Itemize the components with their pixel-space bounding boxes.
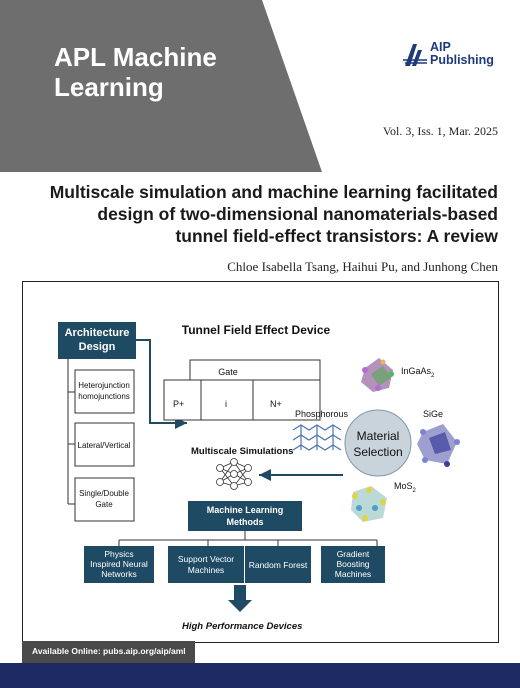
method-4-line1: Gradient <box>337 549 370 559</box>
method-random-forest <box>245 546 311 583</box>
option-3-line2: Gate <box>95 500 113 509</box>
journal-banner: APL Machine Learning AIP Publishing <box>0 0 520 172</box>
title-line2: design of two-dimensional nanomaterials-… <box>97 204 498 224</box>
journal-title: APL Machine Learning <box>54 42 217 102</box>
ml-methods-line1: Machine Learning <box>207 505 284 515</box>
method-2-line2: Machines <box>188 565 224 575</box>
architecture-design-box <box>58 322 136 359</box>
region-n: N+ <box>270 399 282 409</box>
result-label: High Performance Devices <box>182 621 302 632</box>
architecture-design-line1: Architecture <box>65 327 130 339</box>
arch-to-multiscale-arrow <box>136 339 187 429</box>
article-title: Multiscale simulation and machine learni… <box>30 181 498 247</box>
method-1-line3: Networks <box>101 569 136 579</box>
option-3-line1: Single/Double <box>79 489 129 498</box>
gate-label: Gate <box>218 367 238 377</box>
device-title: Tunnel Field Effect Device <box>182 323 331 337</box>
phosphorous-crystal-icon <box>292 424 342 451</box>
ml-methods-line2: Methods <box>227 517 264 527</box>
logo-line2: Publishing <box>430 53 494 67</box>
ingaas-label: InGaAs2 <box>401 366 435 379</box>
architecture-design-line2: Design <box>79 341 116 353</box>
method-1-line2: Inspired Neural <box>90 559 148 569</box>
availability-tag[interactable]: Available Online: pubs.aip.org/aip/aml <box>22 641 195 663</box>
ml-methods-box <box>188 501 302 531</box>
title-line3: tunnel field-effect transistors: A revie… <box>175 226 498 246</box>
neural-network-icon <box>216 458 252 490</box>
journal-title-line2: Learning <box>54 72 164 102</box>
sige-crystal-icon <box>417 424 460 467</box>
material-selection-line1: Material <box>357 429 400 443</box>
method-gradient-boosting <box>321 546 385 583</box>
option-1-line2: homojunctions <box>78 392 130 401</box>
banner-shape <box>0 0 322 172</box>
authors: Chloe Isabella Tsang, Haihui Pu, and Jun… <box>227 259 498 274</box>
issue-info: Vol. 3, Iss. 1, Mar. 2025 <box>382 124 498 138</box>
journal-title-line1: APL Machine <box>54 42 217 72</box>
method-3-line1: Random Forest <box>249 560 308 570</box>
method-2-line1: Support Vector <box>178 554 234 564</box>
multiscale-label: Multiscale Simulations <box>191 446 293 457</box>
gate-box <box>189 359 321 381</box>
aip-logo-icon <box>403 44 427 66</box>
abstract-diagram: Architecture Design Heterojunction homoj… <box>58 322 460 632</box>
sige-label: SiGe <box>423 409 443 419</box>
device-body <box>163 379 321 421</box>
method-4-line3: Machines <box>335 569 371 579</box>
phosphorous-label: Phosphorous <box>295 409 349 419</box>
method-4-line2: Boosting <box>336 559 369 569</box>
region-p: P+ <box>173 399 184 409</box>
ingaas-crystal-icon <box>361 358 394 392</box>
option-single-double-gate <box>74 477 135 522</box>
method-pinn <box>84 546 154 583</box>
bottom-bar <box>0 663 520 688</box>
option-heterojunction <box>74 369 135 414</box>
region-i: i <box>225 399 227 409</box>
down-arrow-icon <box>228 585 252 612</box>
option-1-line1: Heterojunction <box>78 381 130 390</box>
option-2-line1: Lateral/Vertical <box>78 441 131 450</box>
title-line1: Multiscale simulation and machine learni… <box>49 182 498 202</box>
aip-publishing-logo[interactable]: AIP Publishing <box>402 41 502 71</box>
option-lateral-vertical <box>74 422 135 467</box>
availability-text: Available Online: pubs.aip.org/aip/aml <box>32 646 186 656</box>
logo-line1: AIP <box>430 40 451 54</box>
graphical-abstract: Architecture Design Heterojunction homoj… <box>22 281 499 643</box>
mos2-crystal-icon <box>351 486 387 522</box>
method-1-line1: Physics <box>104 549 133 559</box>
material-selection-circle <box>344 409 412 477</box>
mos2-label: MoS2 <box>394 481 417 494</box>
material-selection-line2: Selection <box>353 445 402 459</box>
method-svm <box>168 546 244 583</box>
